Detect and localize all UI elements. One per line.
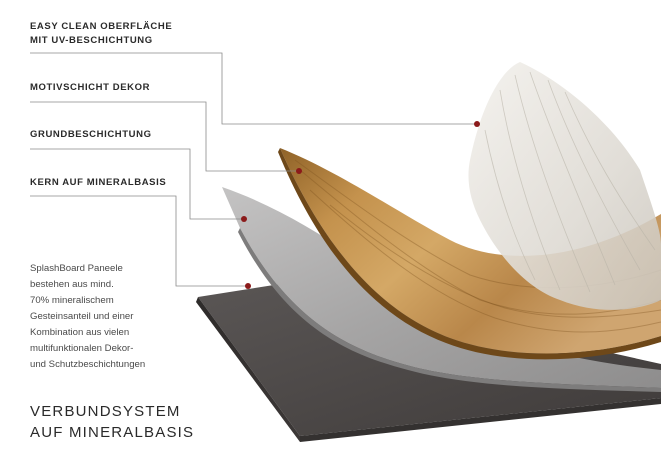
description-line: 70% mineralischem [30,295,114,306]
leader-line-uv [30,52,477,125]
label-base-coat-line-1: GRUNDBESCHICHTUNG [30,129,152,140]
label-core-line-1: KERN AUF MINERALBASIS [30,177,167,188]
label-decor-layer-line-1: MOTIVSCHICHT DEKOR [30,82,151,93]
marker-dot-decor [296,168,302,174]
description-line: bestehen aus mind. [30,279,114,290]
leader-lines [30,52,477,287]
label-uv-coating: EASY CLEAN OBERFLÄCHE MIT UV-BESCHICHTUN… [30,20,172,48]
uv-coating-layer [468,62,661,310]
leader-line-core [30,195,248,287]
description-line: und Schutzbeschichtungen [30,359,146,370]
label-decor-layer: MOTIVSCHICHT DEKOR [30,81,150,95]
description-line: Kombination aus vielen [30,327,130,338]
marker-dot-uv [474,121,480,127]
description-line: SplashBoard Paneele [30,263,123,274]
marker-dot-core [245,283,251,289]
label-uv-coating-line-1: EASY CLEAN OBERFLÄCHE [30,21,173,32]
description-line: multifunktionalen Dekor- [30,343,134,354]
headline: VERBUNDSYSTEM AUF MINERALBASIS [30,401,194,443]
description-text: SplashBoard Paneele bestehen aus mind. 7… [30,261,200,373]
leader-line-basecoat [30,148,244,220]
label-uv-coating-line-2: MIT UV-BESCHICHTUNG [30,35,153,46]
label-core: KERN AUF MINERALBASIS [30,176,166,190]
headline-line-2: AUF MINERALBASIS [30,424,195,441]
description-line: Gesteinsanteil und einer [30,311,134,322]
markers [241,121,480,289]
label-base-coat: GRUNDBESCHICHTUNG [30,128,152,142]
headline-line-1: VERBUNDSYSTEM [30,403,181,420]
marker-dot-basecoat [241,216,247,222]
base-coat-layer [222,187,661,392]
leader-line-decor [30,101,299,172]
